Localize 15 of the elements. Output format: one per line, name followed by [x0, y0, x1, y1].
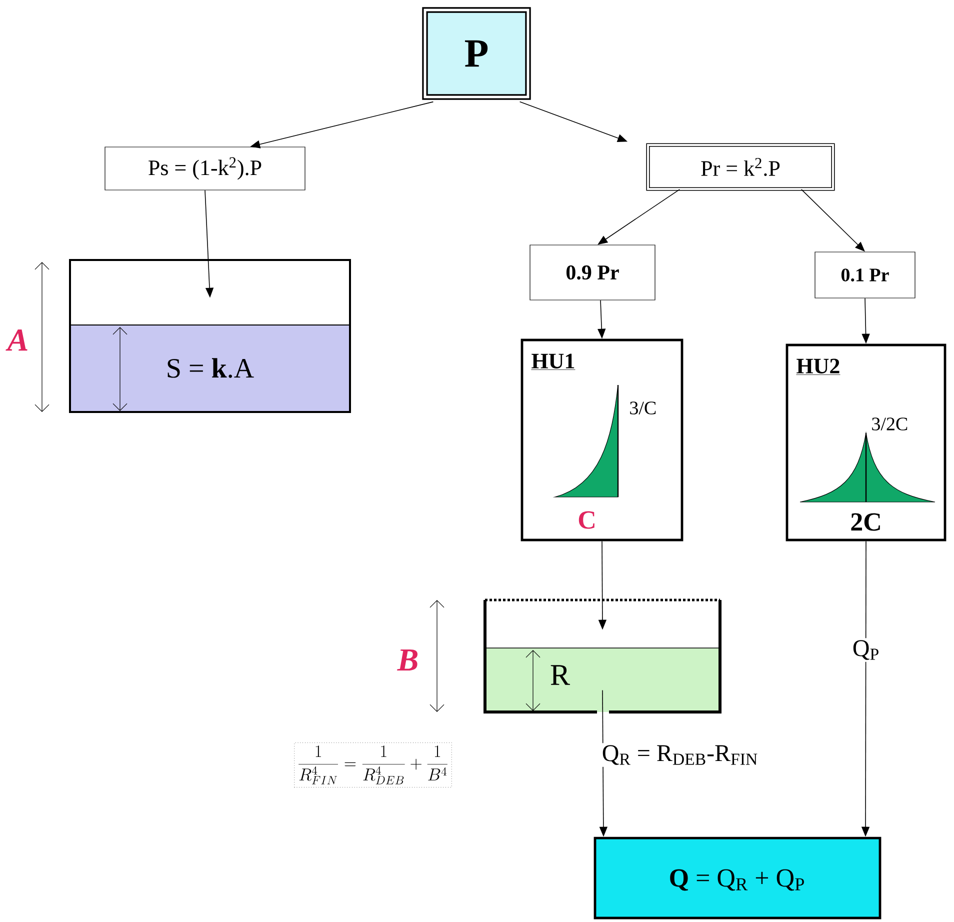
formula-box: 0.9 Pr — [530, 244, 656, 300]
formula-box: 0.1 Pr — [814, 252, 916, 298]
formula-box: Ps = (1-k$^{2}$).P — [104, 146, 306, 190]
formula-box: $\frac{1}{R^{4}_{FIN}}=\frac{1}{R^{4}_{DEB}}+\frac{1}{B^{4}}$ — [294, 742, 452, 788]
hydrograph-box: HU1 3/C C — [520, 338, 684, 542]
store-tank: R — [484, 598, 722, 714]
dimension-label: A — [6, 329, 28, 351]
hydrograph-box: HU2 3/2C 2C — [786, 344, 946, 542]
edge-label: Q$_{P}$ — [850, 638, 882, 662]
formula-box: Pr = k$^{2}$.P — [646, 143, 835, 191]
output-box: Q = Q$_{R}$ + Q$_{P}$ — [594, 836, 882, 920]
input-box: P — [422, 7, 531, 100]
store-tank: S = k.A — [69, 259, 351, 413]
edge-label: Q$_{R}$ = R$_{DEB}$-R$_{FIN}$ — [600, 743, 760, 767]
dimension-label: B — [397, 649, 418, 671]
